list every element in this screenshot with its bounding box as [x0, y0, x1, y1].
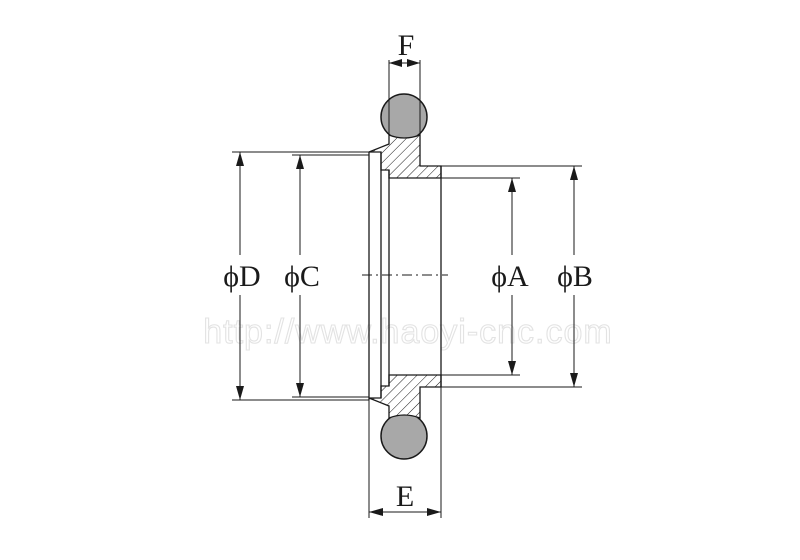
dimension-c: [292, 154, 369, 398]
label-dia-b: ϕB: [557, 260, 593, 293]
hatched-section-bottom: [368, 374, 442, 419]
dimension-f: [388, 59, 421, 140]
dimension-a: [441, 177, 520, 376]
label-dia-d: ϕD: [223, 260, 260, 293]
ring-body-outline: [368, 152, 442, 400]
label-dia-c: ϕC: [284, 260, 320, 293]
label-dia-a: ϕA: [491, 260, 529, 293]
dimension-b: [441, 165, 582, 388]
label-e: E: [396, 480, 414, 513]
dimension-e: [368, 387, 442, 518]
label-f: F: [398, 29, 415, 62]
watermark-text: http://www.haoyi-cnc.com: [203, 313, 612, 351]
dimension-d: [232, 151, 369, 401]
oring-bottom: [380, 412, 428, 460]
hatched-section-top: [368, 134, 442, 179]
